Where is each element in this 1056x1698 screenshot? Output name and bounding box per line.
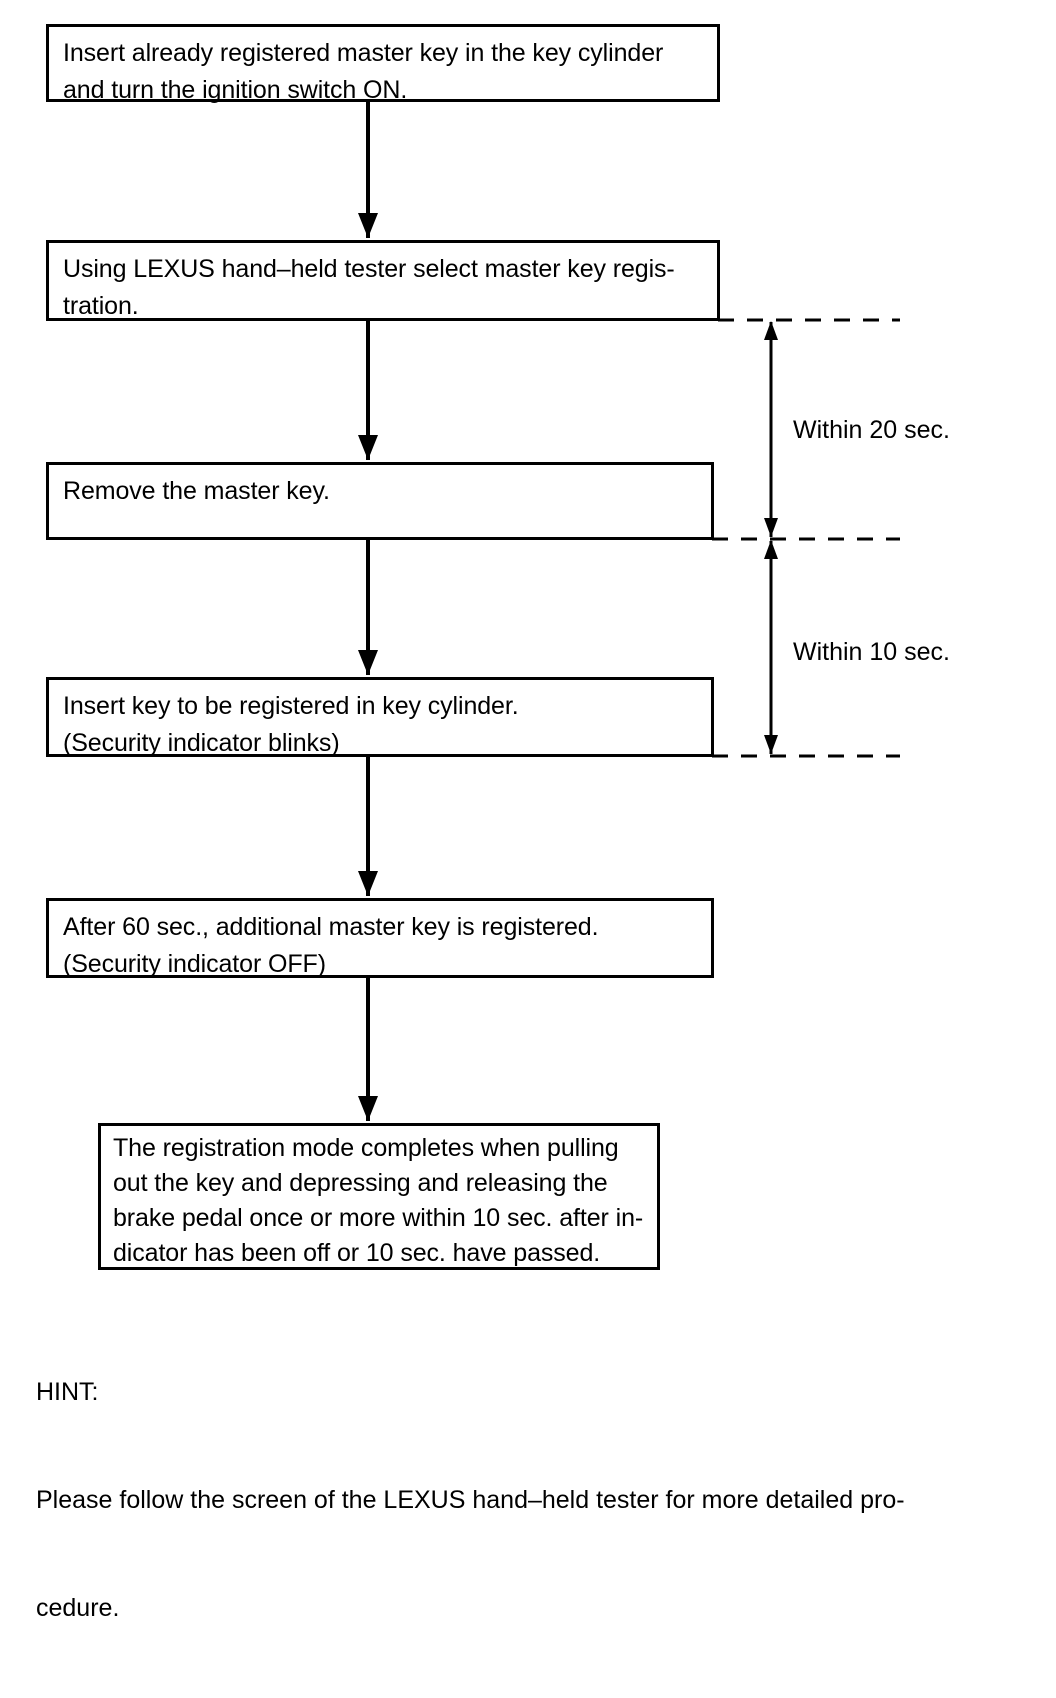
process-box-3-line-1: Remove the master key. [63,477,330,505]
hint-line-1: Please follow the screen of the LEXUS ha… [36,1486,905,1514]
process-box-5-line-1: After 60 sec., additional master key is … [63,913,599,941]
process-box-6-line-3: brake pedal once or more within 10 sec. … [113,1204,644,1232]
process-box-registration-mode-completes: The registration mode completes when pul… [98,1123,660,1270]
process-box-additional-master-key-registered: After 60 sec., additional master key is … [46,898,714,978]
process-box-1-line-2: and turn the ignition switch ON. [63,76,408,104]
process-box-4-line-2: (Security indicator blinks) [63,729,340,757]
hint-heading: HINT: [36,1378,99,1406]
process-box-select-master-key-registration: Using LEXUS hand–held tester select mast… [46,240,720,321]
process-box-5-line-2: (Security indicator OFF) [63,950,326,978]
hint-line-2: cedure. [36,1594,120,1622]
process-box-1-line-1: Insert already registered master key in … [63,39,664,67]
flowchart-diagram: Insert already registered master key in … [36,24,951,1622]
process-box-2-line-1: Using LEXUS hand–held tester select mast… [63,255,675,283]
process-box-insert-key-to-be-registered: Insert key to be registered in key cylin… [46,677,714,757]
process-box-4-line-1: Insert key to be registered in key cylin… [63,692,519,720]
process-box-remove-master-key: Remove the master key. [46,462,714,540]
process-box-6-line-2: out the key and depressing and releasing… [113,1169,608,1197]
timing-label-within-20-sec: Within 20 sec. [793,416,951,444]
timing-label-within-10-sec: Within 10 sec. [793,638,951,666]
process-box-6-line-4: dicator has been off or 10 sec. have pas… [113,1239,601,1267]
hint-block: HINT: Please follow the screen of the LE… [36,1302,986,1698]
process-box-insert-registered-master-key: Insert already registered master key in … [46,24,720,104]
process-box-2-line-2: tration. [63,292,139,320]
process-box-6-line-1: The registration mode completes when pul… [113,1134,619,1162]
